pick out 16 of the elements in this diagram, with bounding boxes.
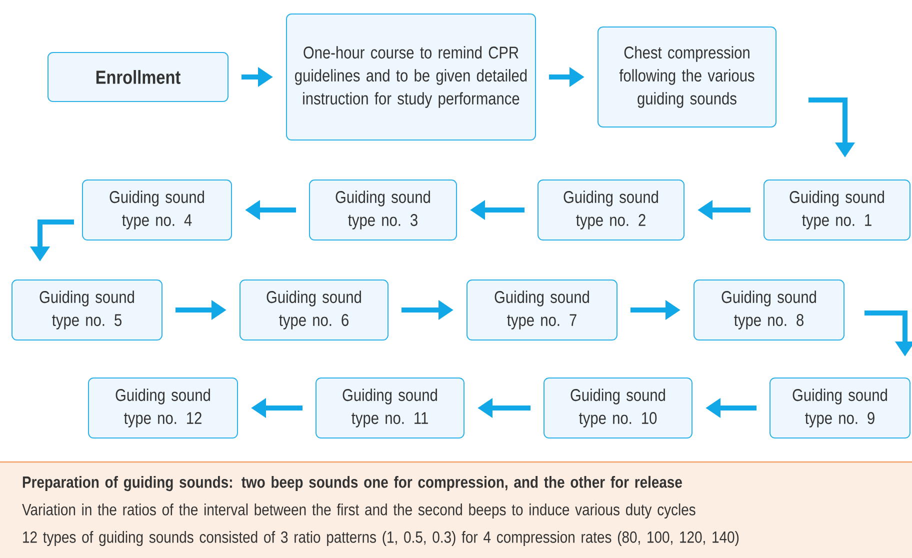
- note-box: Preparation of guiding sounds: two beep sounds one for compression, and the other for release Variation in the ratios of the interval between the first and the second beeps to induce various duty cycles 12 types of guiding sounds consisted of 3 ratio patterns (1, 0.5, 0.3) for 4 compression rates (80, 100, 120, 140): [0, 461, 912, 558]
- process-box: One-hour course to remind CPR guidelines and to be given detailed instruction for study performance: [286, 14, 536, 140]
- process-box: Guiding sound type no. 10: [544, 378, 692, 438]
- process-box: Guiding sound type no. 1: [764, 180, 910, 240]
- process-box: Guiding sound type no. 12: [88, 378, 238, 438]
- process-box: Guiding sound type no. 7: [466, 280, 618, 340]
- process-box: Guiding sound type no. 3: [309, 180, 457, 240]
- process-box: Guiding sound type no. 9: [770, 378, 910, 438]
- process-box: Guiding sound type no. 6: [240, 280, 388, 340]
- process-box: Guiding sound type no. 5: [12, 280, 162, 340]
- process-box: Enrollment: [48, 52, 228, 102]
- process-box: Guiding sound type no. 4: [82, 180, 232, 240]
- process-box: Guiding sound type no. 2: [538, 180, 684, 240]
- process-box: Chest compression following the various guiding sounds: [598, 26, 776, 128]
- process-box: Guiding sound type no. 11: [316, 378, 464, 438]
- process-box: Guiding sound type no. 8: [694, 280, 844, 340]
